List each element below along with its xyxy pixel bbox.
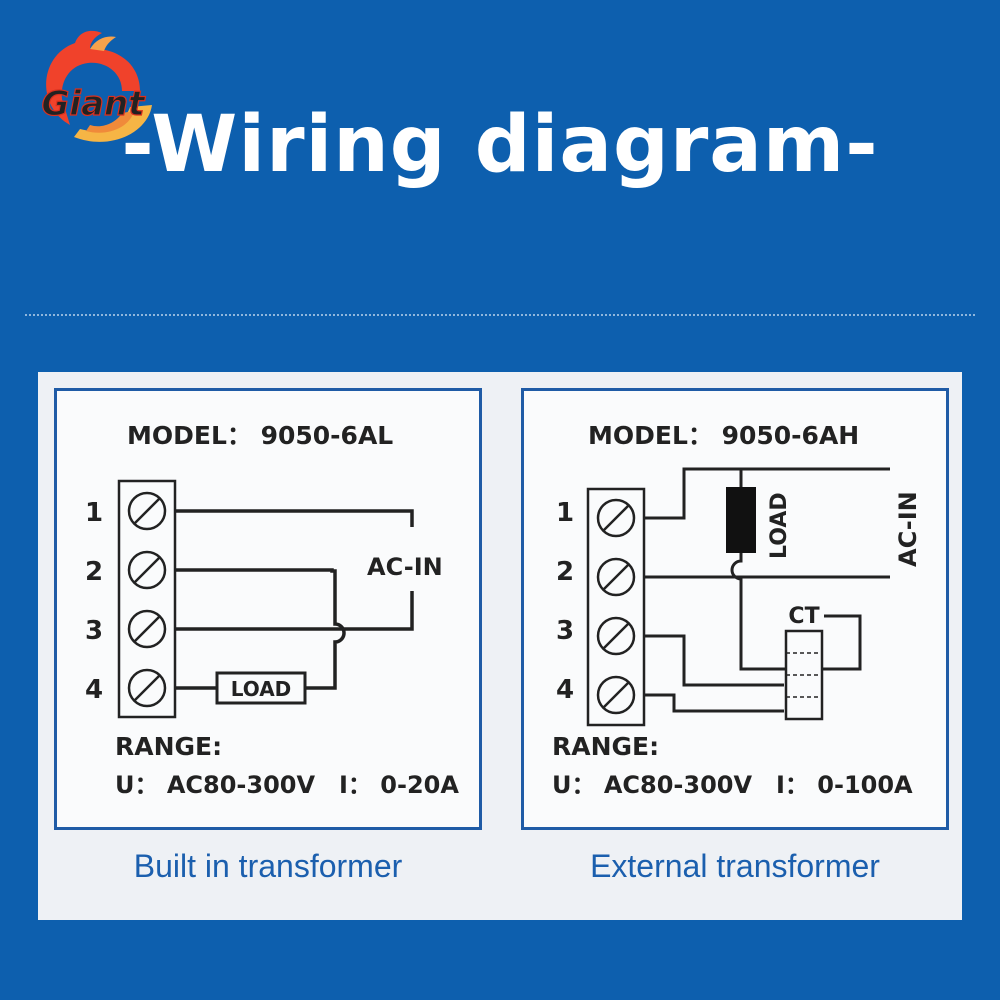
left-terminal-block [117, 479, 177, 719]
right-range-title: RANGE: [552, 732, 659, 761]
logo-text: Giant [42, 84, 147, 124]
right-caption: External transformer [590, 848, 880, 884]
left-load-label: LOAD [231, 677, 292, 701]
left-terminal-3: 3 [85, 616, 103, 646]
right-wiring-diagram: MODEL： 9050-6AH 1 2 3 4 LOAD AC-IN [521, 388, 949, 830]
left-terminal-2: 2 [85, 557, 103, 587]
left-wires [175, 509, 414, 690]
right-terminal-block [586, 487, 646, 727]
right-ct-label: CT [788, 604, 819, 629]
left-diagram-svg: MODEL： 9050-6AL 1 2 3 4 LOAD AC-IN RANGE… [85, 421, 459, 799]
left-range-title: RANGE: [115, 732, 222, 761]
left-ac-in-label: AC-IN [367, 553, 443, 581]
left-range-current: I： 0-20A [339, 771, 459, 799]
right-ac-in-label: AC-IN [894, 491, 922, 567]
right-range-voltage: U： AC80-300V [552, 771, 752, 799]
giant-logo-icon: Giant [41, 30, 152, 142]
left-load-box [215, 671, 307, 705]
giant-logo: Giant [30, 25, 160, 155]
left-wiring-diagram: MODEL： 9050-6AL 1 2 3 4 LOAD AC-IN RANGE… [54, 388, 482, 830]
left-model-label: MODEL： 9050-6AL [127, 421, 393, 450]
right-diagram-svg: MODEL： 9050-6AH 1 2 3 4 LOAD AC-IN [552, 421, 922, 799]
right-ct-windings [786, 652, 822, 698]
dotted-divider [25, 314, 975, 316]
right-terminal-1: 1 [556, 498, 574, 528]
left-terminal-4: 4 [85, 675, 103, 705]
right-terminal-2: 2 [556, 557, 574, 587]
right-range-current: I： 0-100A [776, 771, 913, 799]
right-model-label: MODEL： 9050-6AH [588, 421, 859, 450]
right-terminal-4: 4 [556, 675, 574, 705]
left-caption: Built in transformer [133, 848, 403, 884]
left-terminal-1: 1 [85, 498, 103, 528]
right-load-label: LOAD [767, 492, 792, 559]
page-title: -Wiring diagram- [121, 100, 879, 190]
right-load-component [726, 487, 756, 553]
right-terminal-3: 3 [556, 616, 574, 646]
right-wires [644, 467, 890, 713]
left-range-voltage: U： AC80-300V [115, 771, 315, 799]
